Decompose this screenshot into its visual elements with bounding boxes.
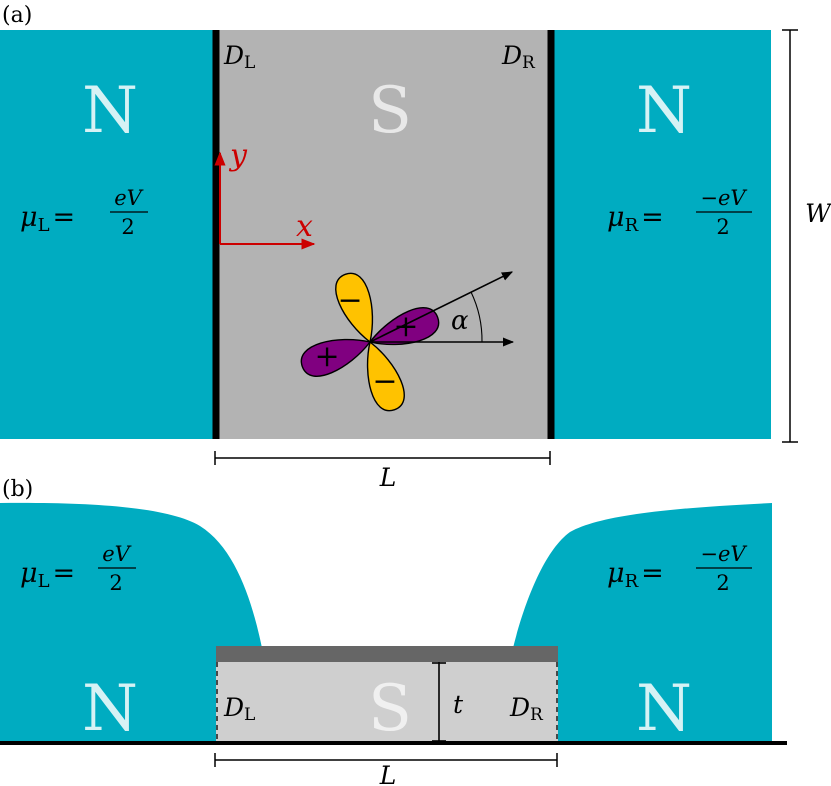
angle-indicator: α <box>369 271 515 347</box>
left-contact-label: DL <box>223 41 255 73</box>
svg-text:2: 2 <box>716 215 729 239</box>
right-normal-lead-b <box>513 503 772 742</box>
mu-right-formula-b: μR= −eV 2 <box>607 542 752 595</box>
right-normal-lead <box>551 30 771 439</box>
panel-b: (b) N S N DL DR t μL= eV 2 μR= − <box>0 477 787 786</box>
svg-text:eV: eV <box>114 186 143 210</box>
length-label-b: L <box>379 761 397 786</box>
center-region-letter: S <box>368 74 412 148</box>
thickness-label: t <box>453 690 464 719</box>
svg-text:2: 2 <box>716 571 729 595</box>
panel-b-label: (b) <box>2 477 33 502</box>
svg-text:eV: eV <box>102 542 131 566</box>
left-contact-label-b: DL <box>223 693 255 725</box>
svg-text:2: 2 <box>121 215 134 239</box>
superconductor-film <box>216 660 558 742</box>
minus-sign-bottom: − <box>372 364 397 399</box>
left-normal-lead <box>0 30 216 439</box>
negative-lobe-bottom <box>366 340 405 412</box>
right-contact-label-b: DR <box>509 693 544 725</box>
svg-text:μR=: μR= <box>607 558 664 592</box>
negative-lobe-top <box>335 272 374 344</box>
thickness-dimension: t <box>432 662 464 742</box>
svg-text:2: 2 <box>109 571 122 595</box>
length-label-a: L <box>379 463 397 492</box>
svg-text:−eV: −eV <box>700 186 747 210</box>
mu-left-formula-b: μL= eV 2 <box>20 542 136 595</box>
y-axis-label: y <box>228 138 248 173</box>
mu-left-formula: μL= eV 2 <box>20 186 148 239</box>
width-label: W <box>805 199 831 228</box>
length-dimension-a: L <box>214 451 551 492</box>
angle-label: α <box>451 306 469 336</box>
center-region-letter-b: S <box>368 672 412 746</box>
left-region-letter-b: N <box>82 672 138 746</box>
right-contact-label: DR <box>501 41 536 73</box>
svg-text:μR=: μR= <box>607 202 664 236</box>
minus-sign-top: − <box>337 283 362 318</box>
plus-sign-left: + <box>314 339 339 374</box>
svg-text:μL=: μL= <box>20 558 75 592</box>
length-dimension-b: L <box>214 753 558 786</box>
coordinate-axes: y x <box>214 138 316 250</box>
right-region-letter: N <box>636 74 692 148</box>
panel-a-label: (a) <box>2 3 32 28</box>
top-layer <box>216 646 558 662</box>
x-axis-label: x <box>296 209 313 244</box>
left-normal-lead-b <box>0 502 262 742</box>
svg-text:−eV: −eV <box>700 542 747 566</box>
positive-lobe-left <box>300 338 372 377</box>
right-region-letter-b: N <box>636 672 692 746</box>
svg-text:μL=: μL= <box>20 202 75 236</box>
width-dimension: W <box>782 29 831 443</box>
mu-right-formula: μR= −eV 2 <box>607 186 752 239</box>
left-region-letter: N <box>82 74 138 148</box>
panel-a: (a) N S N DL DR μL= eV 2 μR= −eV 2 <box>0 3 831 492</box>
plus-sign-right: + <box>393 309 418 344</box>
